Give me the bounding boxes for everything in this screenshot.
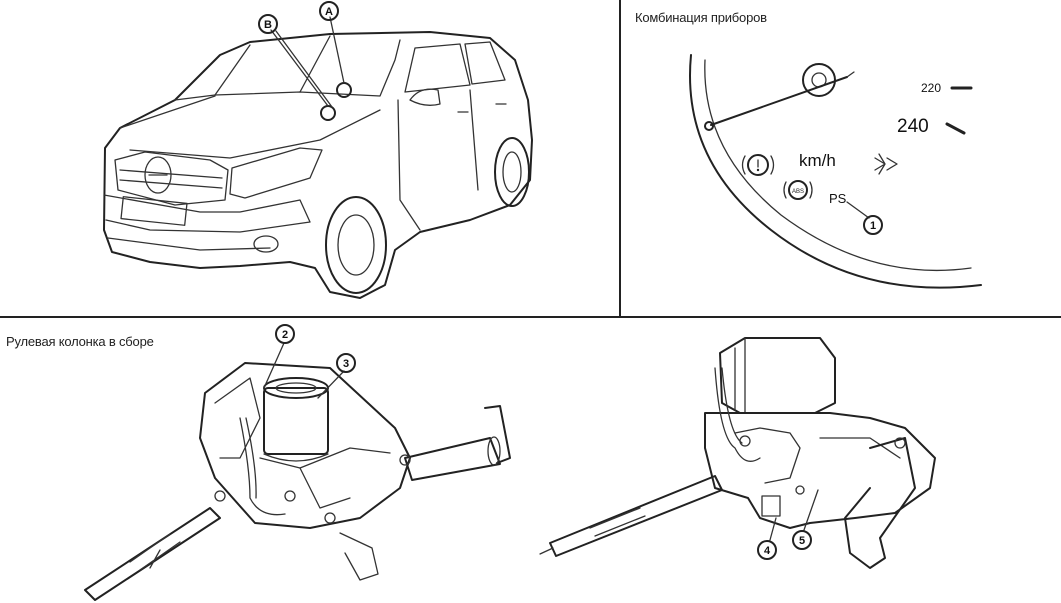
svg-text:ABS: ABS <box>792 189 804 195</box>
steering-column-left-view: 2 3 <box>84 324 511 601</box>
callout-3-label: 3 <box>343 358 349 370</box>
steering-panel: Рулевая колонка в сборе <box>0 318 1061 603</box>
cluster-panel: Комбинация приборов 220 240 km/h ABS <box>621 0 1061 318</box>
car-panel: A B <box>0 0 621 318</box>
callout-5-label: 5 <box>799 535 805 547</box>
steering-column-right-view: 4 5 <box>539 337 936 569</box>
callout-2-label: 2 <box>282 329 288 341</box>
steering-caption: Рулевая колонка в сборе <box>6 334 154 349</box>
callout-1-label: 1 <box>870 220 876 232</box>
gauge-ps-label: PS <box>829 191 847 206</box>
gauge-tick-240-label: 240 <box>897 116 929 137</box>
cluster-caption: Комбинация приборов <box>635 10 767 25</box>
gauge-unit-label: km/h <box>799 151 836 170</box>
callout-a-label: A <box>325 6 333 18</box>
cluster-illustration: 220 240 km/h ABS PS 1 <box>689 54 982 289</box>
beam-indicator-icon <box>874 153 898 175</box>
brake-warning-icon <box>741 154 775 176</box>
gauge-tick-220-label: 220 <box>921 81 941 95</box>
callout-b-label: B <box>264 19 272 31</box>
car-illustration: A B <box>103 1 533 299</box>
callout-4-label: 4 <box>764 545 771 557</box>
abs-warning-icon: ABS <box>783 180 813 200</box>
steering-illustration: 2 3 <box>84 324 936 601</box>
